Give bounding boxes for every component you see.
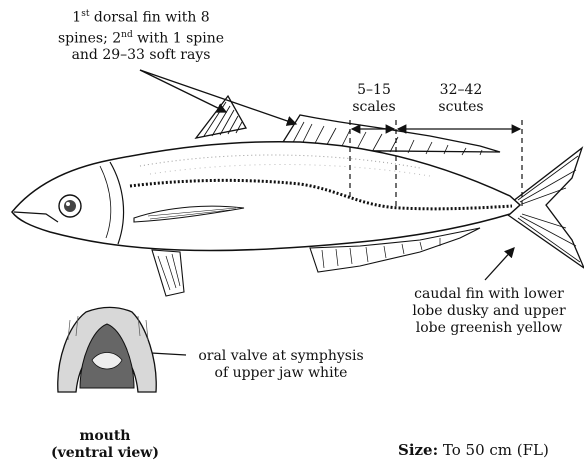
mouth-caption-line-2: (ventral view) — [20, 445, 190, 462]
scutes-label: 32–42 scutes — [420, 82, 502, 116]
size-label: Size: To 50 cm (FL) — [398, 442, 549, 459]
caudal-label-line-3: lobe greenish yellow — [398, 320, 580, 337]
pelvic-fin — [152, 250, 184, 296]
mouth-caption: mouth (ventral view) — [20, 428, 190, 462]
scales-label: 5–15 scales — [346, 82, 402, 116]
dorsal-label-line-3: and 29–33 soft rays — [26, 47, 256, 64]
oral-valve-label: oral valve at symphysis of upper jaw whi… — [186, 348, 376, 382]
caudal-fin — [508, 148, 584, 268]
scutes-count: 32–42 — [420, 82, 502, 99]
size-value: To 50 cm (FL) — [438, 441, 549, 459]
oral-label-line-2: of upper jaw white — [186, 365, 376, 382]
scutes-word: scutes — [420, 99, 502, 116]
size-heading: Size: — [398, 441, 438, 459]
first-dorsal-fin — [196, 96, 246, 138]
scales-count: 5–15 — [346, 82, 402, 99]
dorsal-fin-label: 1st dorsal fin with 8 spines; 2nd with 1… — [26, 6, 256, 64]
mouth-caption-line-1: mouth — [20, 428, 190, 445]
fish-body — [12, 142, 520, 251]
dorsal-label-line-1: 1st dorsal fin with 8 — [26, 6, 256, 27]
mouth-ventral-view — [58, 308, 156, 393]
scales-word: scales — [346, 99, 402, 116]
caudal-fin-label: caudal fin with lower lobe dusky and upp… — [398, 286, 580, 337]
caudal-label-line-2: lobe dusky and upper — [398, 303, 580, 320]
oral-label-line-1: oral valve at symphysis — [186, 348, 376, 365]
caudal-label-line-1: caudal fin with lower — [398, 286, 580, 303]
dorsal-label-line-2: spines; 2nd with 1 spine — [26, 27, 256, 48]
